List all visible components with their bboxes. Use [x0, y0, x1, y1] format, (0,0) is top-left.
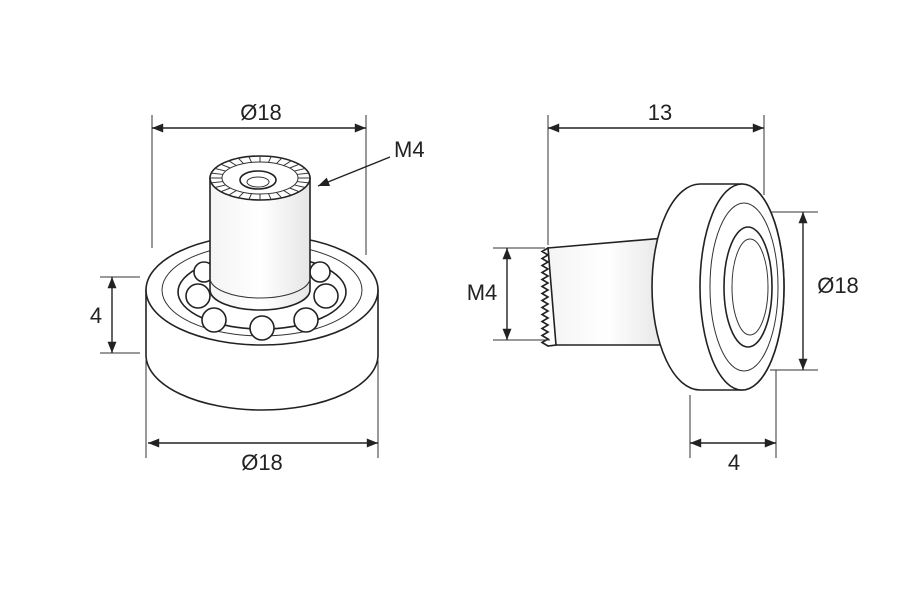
- bearing-balls: [185, 261, 339, 341]
- knurl-tick: [237, 157, 244, 164]
- knurl-tick: [237, 192, 244, 199]
- knurl-tick: [268, 193, 272, 200]
- left-dimensions: Ø18 M4 4 Ø18: [90, 100, 425, 475]
- knurl-tick: [289, 187, 300, 193]
- knurl-tick: [248, 156, 252, 163]
- knurl-tick: [283, 190, 292, 196]
- dim-thread-label-left: M4: [394, 137, 425, 162]
- dim-length-label: 13: [648, 100, 672, 125]
- wheel-isometric-view: [145, 155, 379, 411]
- knurl-tick: [296, 181, 309, 184]
- knurl-tick: [268, 156, 272, 163]
- dim-width-label: 4: [728, 450, 740, 475]
- right-dimensions: 13 M4 Ø18 4: [467, 100, 859, 475]
- dim-height-label: 4: [90, 303, 102, 328]
- knurl-tick: [211, 181, 224, 184]
- knurl-tick: [220, 187, 231, 193]
- knurl-tick: [214, 184, 226, 189]
- knurl-tick: [220, 163, 231, 169]
- dim-top-diameter-label: Ø18: [240, 100, 282, 125]
- knurl-tick: [248, 193, 252, 200]
- knurl-tick: [294, 184, 306, 189]
- knurl-tick: [211, 172, 224, 175]
- dim-diameter-label-right: Ø18: [817, 273, 859, 298]
- knurl-tick: [228, 190, 237, 196]
- knurl-tick: [228, 160, 237, 166]
- knurl-tick: [296, 172, 309, 175]
- knurl-tick: [214, 167, 226, 172]
- knurl-tick: [276, 157, 283, 164]
- knurl-tick: [294, 167, 306, 172]
- knurl-tick: [276, 192, 283, 199]
- knurl-tick: [283, 160, 292, 166]
- dim-thread-label-right: M4: [467, 280, 498, 305]
- knurl-tick: [289, 163, 300, 169]
- wheel-side-view: [540, 183, 785, 391]
- dim-bottom-diameter-label: Ø18: [241, 450, 283, 475]
